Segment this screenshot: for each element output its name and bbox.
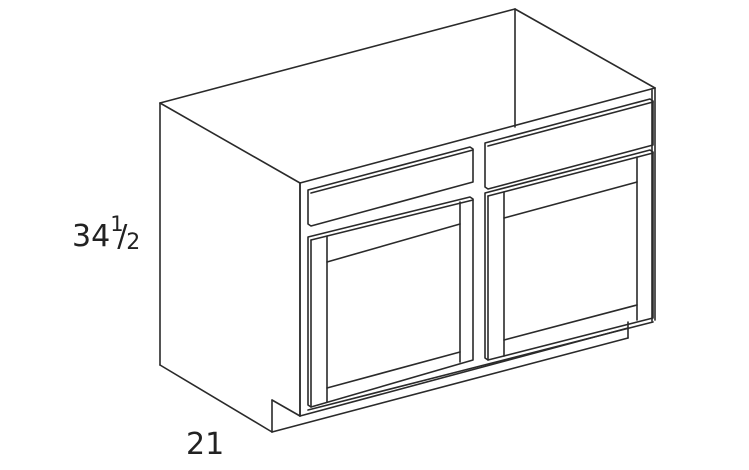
right-door bbox=[484, 149, 654, 361]
height-fraction-denominator: 2 bbox=[126, 230, 141, 255]
left-drawer-front bbox=[307, 146, 474, 227]
bottom-rail bbox=[299, 182, 654, 417]
height-fraction: 1/2 bbox=[110, 214, 141, 256]
right-drawer-front bbox=[484, 98, 654, 190]
height-fraction-slash: / bbox=[117, 219, 128, 254]
height-whole: 34 bbox=[72, 219, 111, 254]
depth-dimension-label: 21 bbox=[186, 427, 225, 462]
cabinet-box bbox=[159, 8, 656, 433]
left-door bbox=[307, 196, 474, 408]
height-fraction-numerator: 1 bbox=[110, 212, 124, 236]
